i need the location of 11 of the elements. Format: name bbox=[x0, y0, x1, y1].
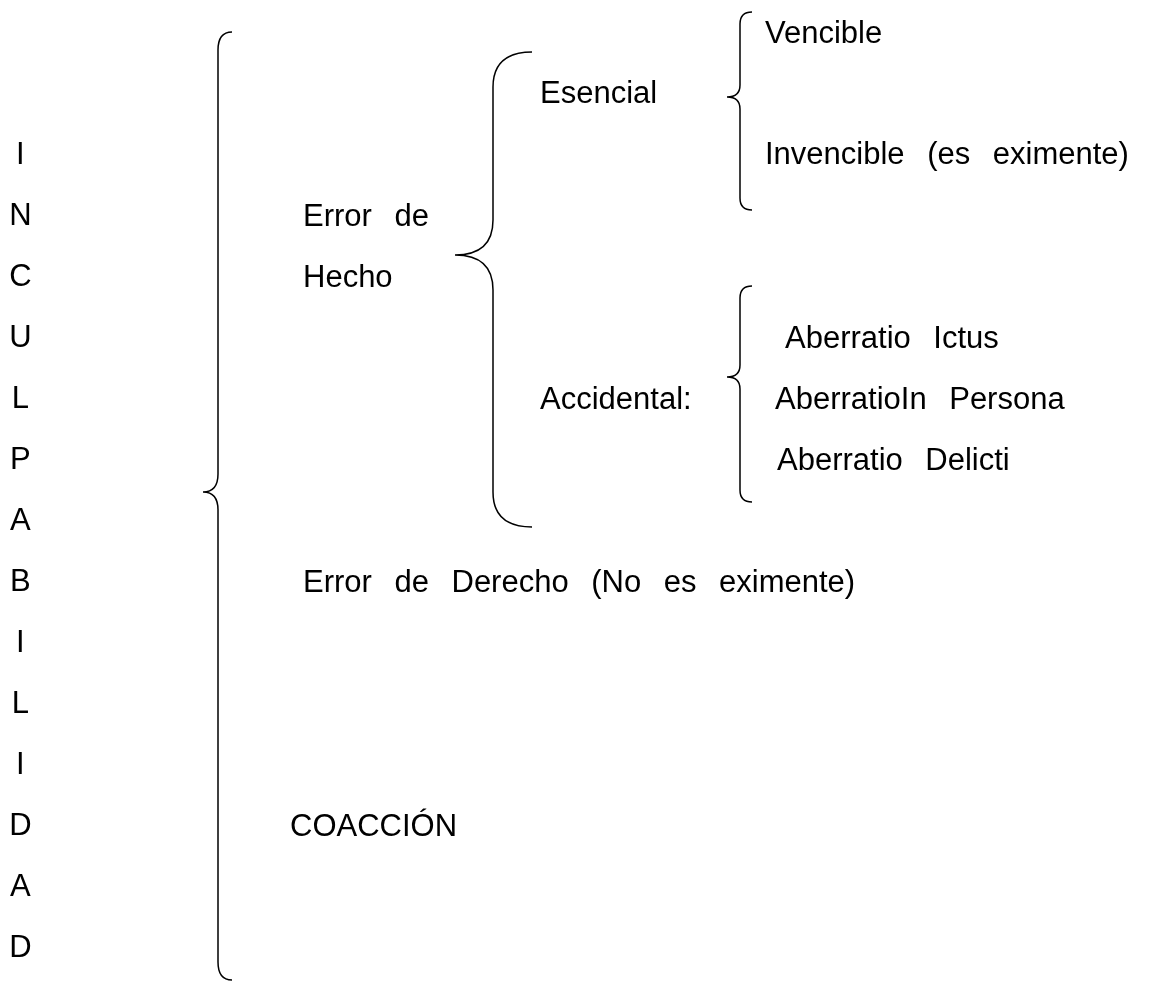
vertical-title: INCULPABILIDAD bbox=[8, 134, 33, 966]
branch-label: Aberratio Delicti bbox=[777, 440, 1010, 479]
branch-label: Invencible (es eximente) bbox=[765, 134, 1129, 173]
branch-label: AberratioIn Persona bbox=[775, 379, 1065, 418]
branch-label: Accidental: bbox=[540, 379, 692, 418]
branch-label: Vencible bbox=[765, 13, 883, 52]
branch-label: Aberratio Ictus bbox=[785, 318, 999, 357]
branch-label: Error de Derecho (No es eximente) bbox=[303, 562, 856, 601]
branch-label: COACCIÓN bbox=[290, 806, 458, 845]
branch-label: Esencial bbox=[540, 73, 658, 112]
branch-label: Error de Hecho bbox=[303, 196, 430, 296]
